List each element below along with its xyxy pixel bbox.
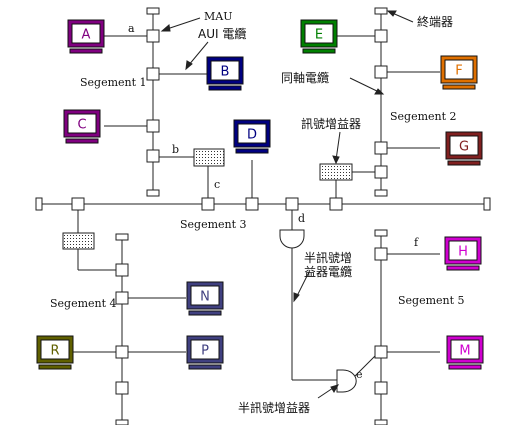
computer-label: B	[221, 65, 230, 80]
segment-5-label: Segement 5	[398, 294, 465, 307]
mau-label: MAU	[204, 10, 232, 23]
computer-label: E	[315, 28, 323, 43]
terminators	[35, 7, 491, 425]
computer-b: B	[206, 56, 244, 91]
point-e: e	[356, 368, 363, 381]
computer-label: P	[201, 344, 209, 359]
computer-f: F	[440, 55, 478, 90]
computer-c: C	[63, 109, 101, 144]
computer-label: N	[200, 290, 210, 305]
mau-units	[71, 29, 388, 395]
aui-cable-label: AUI 電纜	[198, 27, 246, 41]
computer-label: H	[458, 245, 468, 260]
repeater-label: 訊號增益器	[301, 116, 361, 131]
computer-r: R	[36, 335, 74, 370]
half-repeater-d	[279, 229, 305, 249]
segment-1-label: Segement 1	[80, 76, 147, 89]
computer-label: G	[459, 140, 469, 155]
computer-g: G	[445, 131, 483, 166]
computer-label: D	[247, 128, 257, 143]
computer-label: A	[82, 28, 91, 43]
computer-label: R	[50, 344, 59, 359]
segment-4-label: Segement 4	[50, 297, 117, 310]
point-d: d	[298, 212, 305, 225]
computer-h: H	[444, 236, 482, 271]
computer-n: N	[186, 281, 224, 316]
terminator-label: 終端器	[417, 14, 453, 29]
segment-3-label: Segement 3	[180, 218, 247, 231]
repeaters	[62, 148, 353, 250]
computer-label: C	[77, 118, 86, 133]
computers: A B C D E F G H N R P M	[36, 19, 484, 370]
half-repeater-label: 半訊號增益器	[238, 400, 310, 415]
point-a: a	[128, 22, 135, 35]
computer-m: M	[446, 335, 484, 370]
computer-a: A	[67, 19, 105, 54]
point-f: f	[414, 236, 419, 249]
computer-e: E	[300, 19, 338, 54]
point-b: b	[172, 143, 179, 156]
computer-label: M	[459, 344, 470, 359]
half-repeater-cable-label-1: 半訊號增	[304, 250, 352, 265]
point-c: c	[214, 178, 220, 191]
computer-d: D	[233, 119, 271, 154]
computer-p: P	[186, 335, 224, 370]
half-repeaters	[279, 229, 357, 393]
half-repeater-cable-label-2: 益器電纜	[304, 265, 352, 279]
computer-label: F	[455, 64, 462, 79]
half-repeater-e	[336, 369, 357, 393]
coax-cable-label: 同軸電纜	[281, 71, 329, 85]
segment-2-label: Segement 2	[390, 110, 457, 123]
